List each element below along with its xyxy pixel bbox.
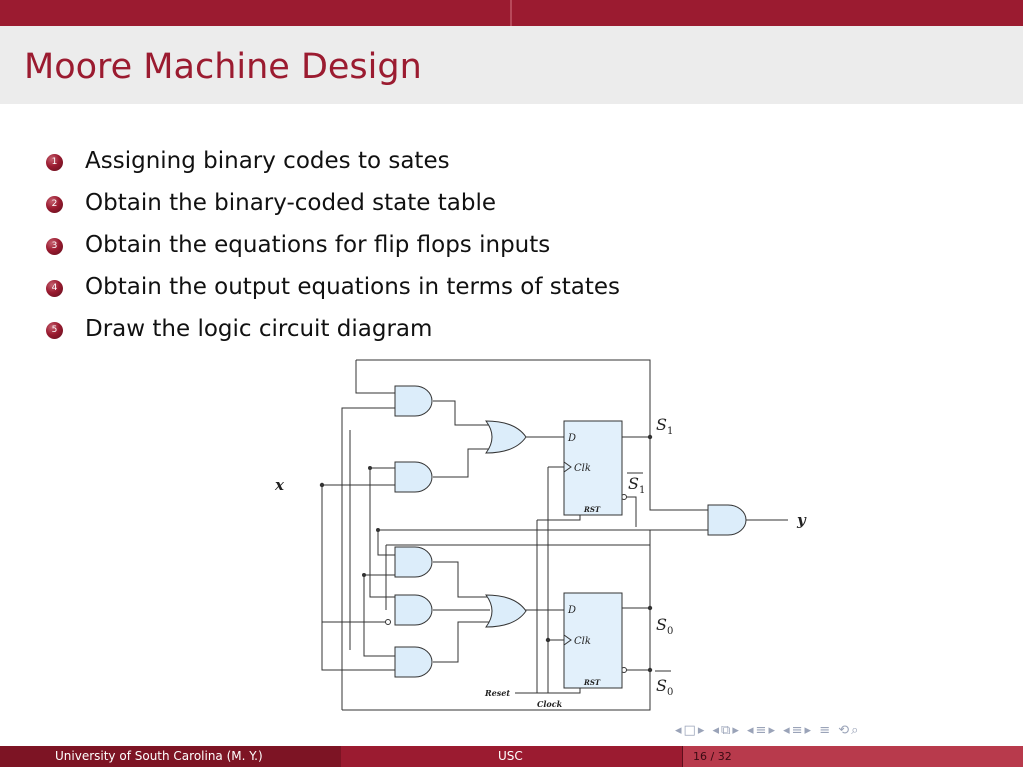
footer-page-number: 16 / 32 [682, 746, 1023, 767]
ff0-rst-label: RST [583, 678, 601, 687]
s1-bar-label: S1 [628, 474, 645, 496]
footer-institution: University of South Carolina (M. Y.) [0, 746, 341, 767]
footer-short-title: USC [341, 746, 682, 767]
beamer-navigation-controls[interactable]: ◂□▸ ◂⧉▸ ◂≡▸ ◂≡▸ ≡ ⟲⌕ [675, 723, 860, 738]
nav-subsection-icon[interactable]: ⧉ [721, 723, 733, 738]
nav-prev-subsection-icon[interactable]: ◂ [712, 723, 722, 738]
ff1-rst-label: RST [583, 505, 601, 514]
output-y-label: y [796, 511, 807, 529]
nav-part-icon[interactable]: ≡ [791, 723, 805, 738]
list-item-text: Obtain the equations for flip flops inpu… [85, 232, 551, 258]
input-x-label: x [274, 476, 285, 494]
slide-title: Moore Machine Design [24, 47, 422, 87]
nav-prev-part-icon[interactable]: ◂ [783, 723, 792, 738]
nav-section-icon[interactable]: ≡ [755, 723, 769, 738]
and-gate [394, 546, 433, 578]
header-bar [0, 0, 1023, 26]
list-item-text: Obtain the binary-coded state table [85, 190, 496, 216]
flip-flop-s0 [563, 592, 623, 689]
s1-label: S1 [656, 415, 673, 437]
clock-label: Clock [537, 699, 563, 709]
bullet-number: 5 [46, 322, 63, 339]
nav-next-part-icon[interactable]: ▸ [804, 723, 814, 738]
bullet-number: 4 [46, 280, 63, 297]
ff0-d-label: D [567, 605, 576, 616]
output-and-gate [707, 504, 747, 536]
nav-search-icon[interactable]: ⟲⌕ [838, 723, 861, 738]
nav-prev-section-icon[interactable]: ◂ [747, 723, 756, 738]
footer-bar: University of South Carolina (M. Y.) USC… [0, 746, 1023, 767]
or-gate [485, 420, 527, 454]
list-item-text: Draw the logic circuit diagram [85, 316, 433, 342]
nav-menu-icon[interactable]: ≡ [819, 723, 833, 738]
and-gate [394, 646, 433, 678]
logic-circuit-diagram: D Clk RST D Clk RST x y Reset Clock S1 S… [274, 359, 807, 711]
title-bar [0, 26, 1023, 104]
reset-label: Reset [484, 688, 510, 698]
and-gate [394, 385, 433, 417]
list-item-text: Obtain the output equations in terms of … [85, 274, 621, 300]
flip-flop-s1 [563, 420, 623, 516]
footer-divider [682, 746, 683, 767]
nav-frame-icon[interactable]: □ [683, 723, 698, 738]
nav-prev-icon[interactable]: ◂ [675, 723, 684, 738]
header-divider [510, 0, 512, 26]
nav-next-icon[interactable]: ▸ [697, 723, 707, 738]
and-gate [394, 461, 433, 493]
or-gate [485, 594, 527, 628]
bullet-number: 1 [46, 154, 63, 171]
and-gate [394, 594, 433, 626]
bullet-number: 3 [46, 238, 63, 255]
bullet-number: 2 [46, 196, 63, 213]
ff0-clk-label: Clk [574, 636, 591, 647]
list-item-text: Assigning binary codes to sates [85, 148, 450, 174]
s0-label: S0 [656, 615, 673, 637]
s0-bar-label: S0 [656, 676, 673, 698]
nav-next-section-icon[interactable]: ▸ [768, 723, 777, 738]
nav-next-subsection-icon[interactable]: ▸ [732, 723, 741, 738]
ff1-clk-label: Clk [574, 463, 591, 474]
ff1-d-label: D [567, 433, 576, 444]
and-gates [394, 385, 747, 678]
